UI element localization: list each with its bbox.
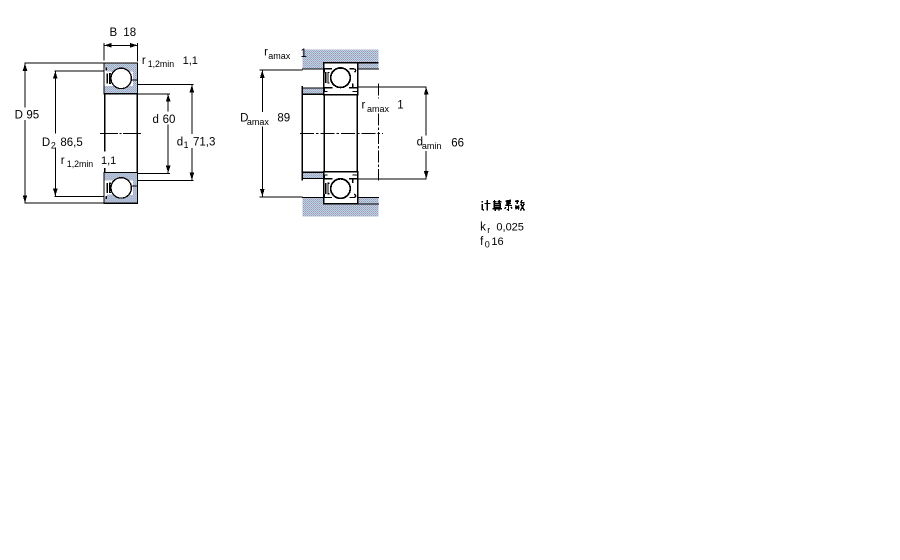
svg-text:60: 60	[163, 114, 176, 126]
svg-text:d: d	[153, 114, 159, 126]
svg-text:r: r	[264, 46, 268, 58]
svg-text:amax: amax	[247, 117, 270, 127]
svg-text:r: r	[362, 99, 366, 111]
svg-text:amax: amax	[268, 51, 291, 61]
svg-text:66: 66	[451, 138, 464, 150]
svg-text:1: 1	[301, 48, 307, 60]
svg-text:1,2min: 1,2min	[67, 159, 94, 169]
svg-text:1: 1	[397, 99, 403, 111]
svg-text:0,025: 0,025	[496, 222, 524, 234]
svg-text:D: D	[15, 110, 23, 122]
svg-text:d: d	[177, 137, 183, 149]
svg-text:d: d	[417, 137, 423, 149]
svg-text:r: r	[142, 55, 146, 67]
svg-text:r: r	[487, 225, 490, 235]
svg-text:D: D	[42, 137, 50, 149]
svg-text:1: 1	[184, 140, 189, 150]
svg-text:2: 2	[51, 141, 56, 151]
svg-text:amin: amin	[422, 141, 442, 151]
svg-text:1,1: 1,1	[183, 55, 198, 67]
svg-text:95: 95	[26, 110, 39, 122]
svg-text:1,2min: 1,2min	[148, 59, 175, 69]
svg-text:k: k	[480, 221, 486, 233]
svg-text:D: D	[240, 113, 248, 125]
svg-text:18: 18	[123, 27, 136, 39]
svg-text:B: B	[110, 27, 118, 39]
svg-text:86,5: 86,5	[60, 137, 82, 149]
svg-text:amax: amax	[367, 104, 390, 114]
svg-text:r: r	[61, 155, 65, 167]
svg-text:f: f	[480, 236, 484, 248]
svg-text:0: 0	[485, 240, 490, 250]
svg-text:89: 89	[277, 113, 290, 125]
svg-text:1,1: 1,1	[101, 155, 116, 167]
svg-text:16: 16	[491, 236, 503, 248]
svg-text:71,3: 71,3	[193, 137, 215, 149]
